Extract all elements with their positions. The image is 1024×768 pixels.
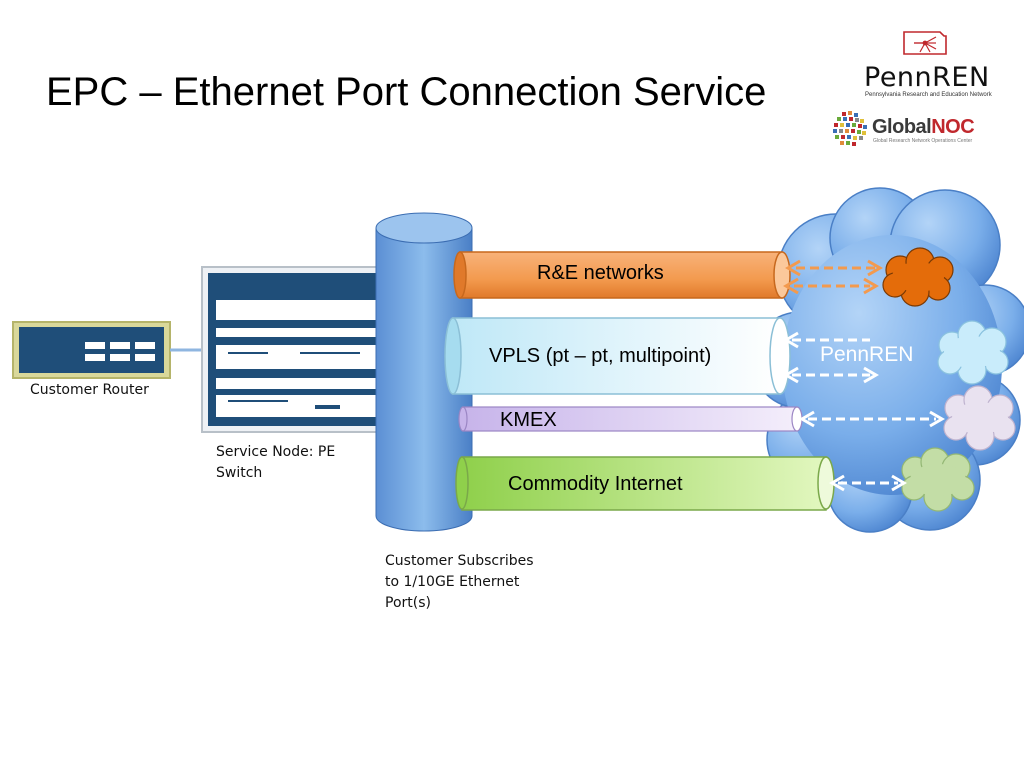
kmex-peer-cloud-icon <box>943 385 1016 451</box>
service-node-label: Service Node: PE Switch <box>216 442 335 484</box>
globalnoc-logo: GlobalNOC Global Research Network Operat… <box>828 108 998 150</box>
pipe-vpls-label: VPLS (pt – pt, multipoint) <box>489 345 711 367</box>
subscribe-label-line2: to 1/10GE Ethernet <box>385 574 520 590</box>
service-node-label-line1: Service Node: PE <box>216 444 336 460</box>
globalnoc-logo-suffix: NOC <box>931 116 975 138</box>
globalnoc-logo-prefix: Global <box>872 116 932 138</box>
pipe-kmex <box>458 406 803 432</box>
subscribe-label: Customer Subscribes to 1/10GE Ethernet P… <box>385 551 534 614</box>
service-node-label-line2: Switch <box>216 465 263 481</box>
re-network-cloud-icon <box>882 247 954 307</box>
globalnoc-logo-name: GlobalNOC <box>872 116 975 139</box>
slide-title: EPC – Ethernet Port Connection Service <box>46 70 767 114</box>
pipe-re-label: R&E networks <box>537 262 664 284</box>
commodity-arrowheads <box>829 474 907 492</box>
vpls-peer-cloud-icon <box>937 320 1009 385</box>
pe-switch <box>201 266 393 433</box>
re-arrowheads <box>783 259 883 295</box>
pennren-emblem-icon <box>903 31 947 55</box>
cloud-label: PennREN <box>820 343 913 366</box>
pipe-re-networks <box>453 251 791 299</box>
pennren-logo-tagline: Pennsylvania Research and Education Netw… <box>865 92 992 98</box>
pipe-commodity-label: Commodity Internet <box>508 473 683 495</box>
customer-router <box>12 321 171 379</box>
customer-router-label: Customer Router <box>30 382 149 398</box>
re-arrows <box>794 266 876 288</box>
pipe-commodity <box>455 456 835 511</box>
subscribe-label-line3: Port(s) <box>385 595 431 611</box>
pipe-kmex-label: KMEX <box>500 409 557 431</box>
vpls-arrows <box>792 338 870 377</box>
kmex-arrowheads <box>799 410 945 428</box>
pipe-vpls <box>444 317 791 395</box>
globalnoc-logo-tagline: Global Research Network Operations Cente… <box>873 138 973 144</box>
globalnoc-globe-icon <box>833 111 867 146</box>
ethernet-port-cylinder <box>375 212 473 532</box>
pennren-logo: PennREN Pennsylvania Research and Educat… <box>862 28 992 98</box>
vpls-arrowheads <box>783 331 879 384</box>
internet-cloud-icon <box>901 447 975 512</box>
subscribe-label-line1: Customer Subscribes <box>385 553 534 569</box>
pennren-logo-name: PennREN <box>864 62 990 93</box>
